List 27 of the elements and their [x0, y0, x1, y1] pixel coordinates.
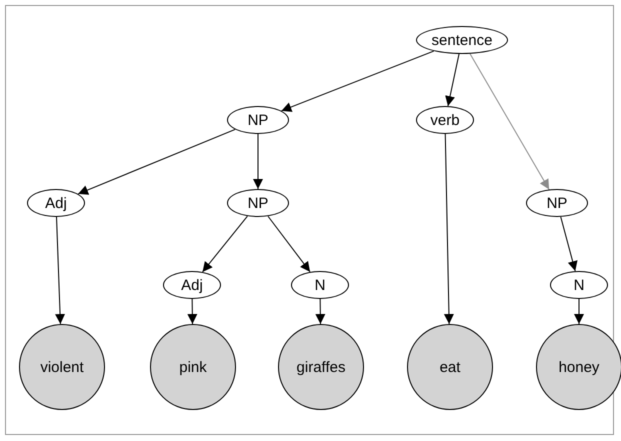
- category-ellipse: NP: [526, 189, 588, 217]
- arrow: [202, 216, 248, 272]
- arrow: [444, 134, 454, 324]
- category-ellipse: verb: [416, 106, 474, 134]
- arrow: [268, 216, 311, 272]
- word-circle: giraffes: [278, 324, 364, 410]
- category-ellipse: N: [550, 271, 608, 299]
- category-ellipse: NP: [227, 106, 289, 134]
- category-ellipse: sentence: [416, 26, 508, 54]
- category-ellipse: Adj: [27, 189, 85, 217]
- word-circle: eat: [407, 324, 493, 410]
- category-ellipse: N: [291, 271, 349, 299]
- arrow: [187, 298, 198, 324]
- arrow: [253, 134, 263, 190]
- arrow: [470, 53, 550, 190]
- category-ellipse: Adj: [163, 271, 221, 299]
- word-circle: honey: [536, 324, 621, 410]
- arrow: [445, 53, 460, 107]
- arrow: [315, 298, 326, 324]
- category-ellipse: NP: [227, 189, 289, 217]
- arrow: [574, 298, 584, 324]
- arrow: [560, 216, 578, 272]
- word-circle: pink: [150, 324, 236, 410]
- word-circle: violent: [19, 324, 105, 410]
- arrow: [280, 50, 434, 112]
- arrow: [55, 216, 66, 325]
- arrow: [78, 128, 236, 195]
